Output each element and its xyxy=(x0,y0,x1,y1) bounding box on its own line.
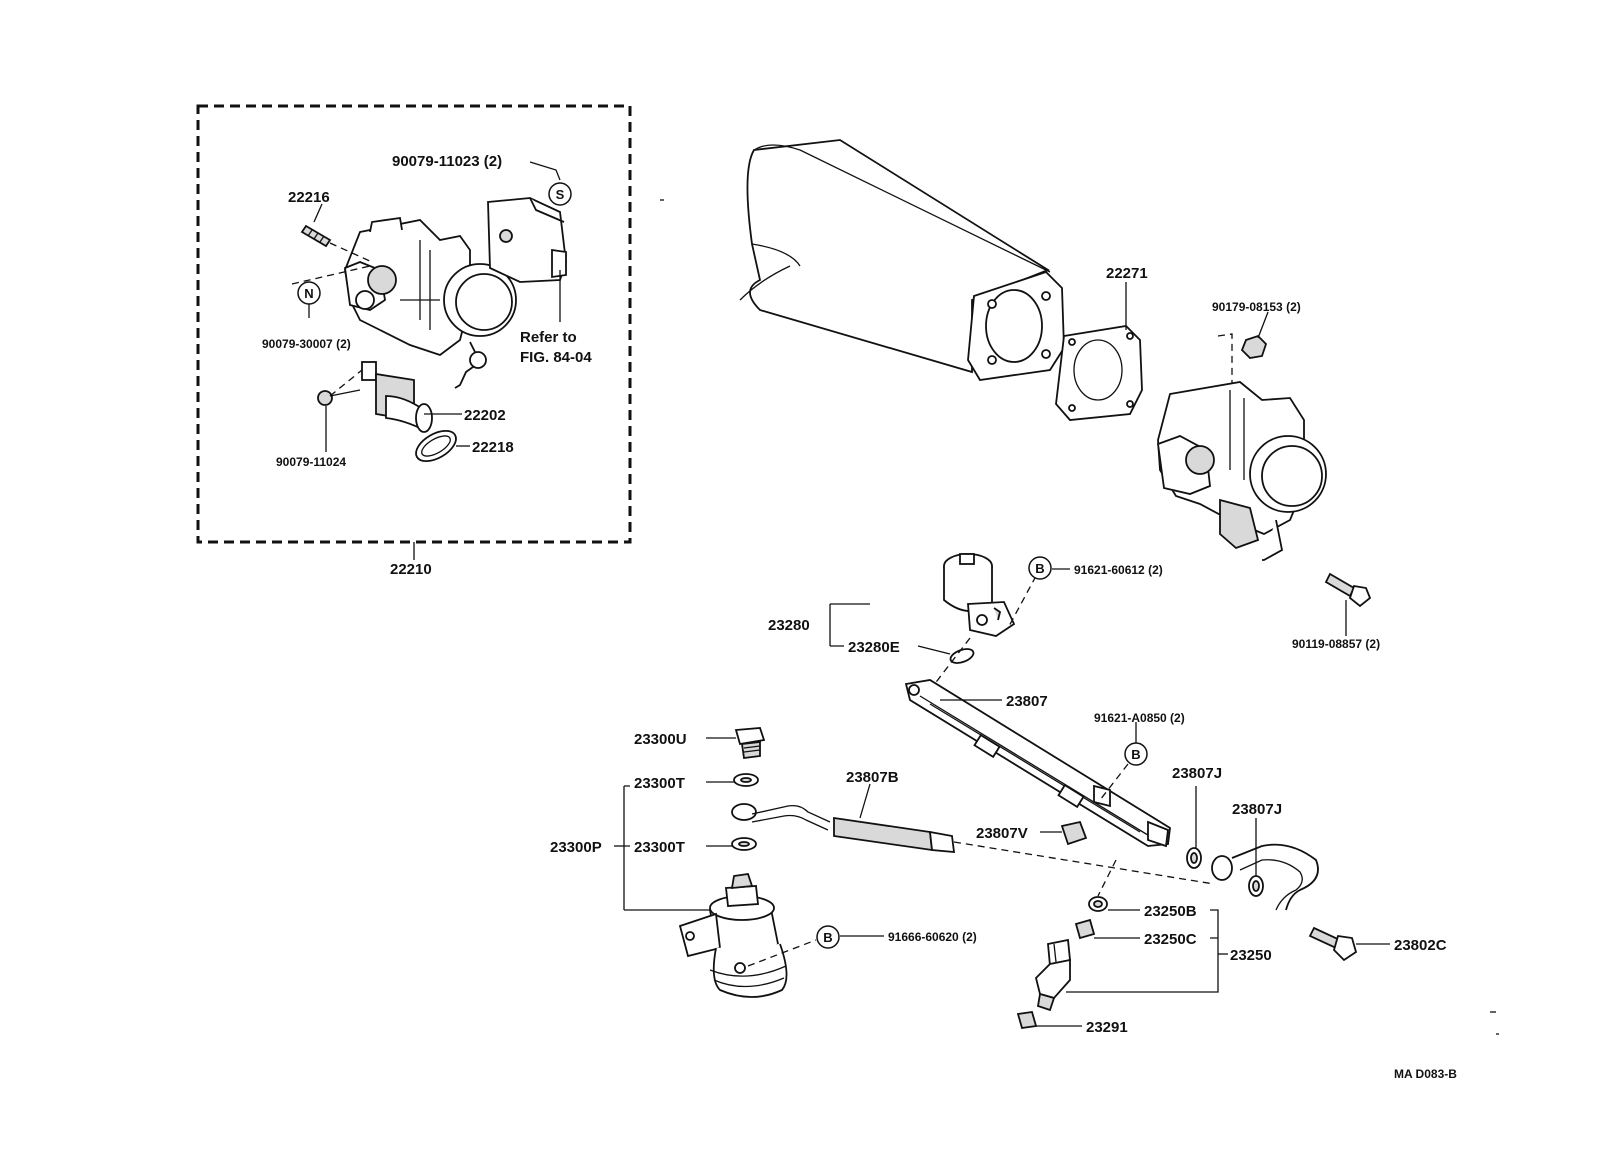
gasket-23807J-a-part xyxy=(1186,847,1202,869)
bracket-23300P xyxy=(623,785,720,911)
symbol-s: S xyxy=(548,182,572,206)
symbol-b-rail: B xyxy=(1124,742,1148,766)
label-23250C: 23250C xyxy=(1144,931,1197,948)
washer-23300T-b-part xyxy=(731,837,757,851)
label-fig-84-04: FIG. 84-04 xyxy=(520,349,592,366)
label-22202: 22202 xyxy=(464,407,506,424)
leader-22216-part xyxy=(329,242,373,263)
label-90079-30007: 90079-30007 (2) xyxy=(262,337,351,351)
label-22218: 22218 xyxy=(472,439,514,456)
label-23300T-b: 23300T xyxy=(634,839,685,856)
ring-23250C-part xyxy=(1074,918,1096,940)
screw-22216-part xyxy=(300,224,332,248)
symbol-n: N xyxy=(297,281,321,305)
svg-text:N: N xyxy=(304,286,313,301)
label-23300P: 23300P xyxy=(550,839,602,856)
throttle-sensor-part xyxy=(487,197,567,283)
leader-hose-dash xyxy=(953,841,1215,885)
svg-text:S: S xyxy=(556,187,565,202)
screw-90079-11024-part xyxy=(317,389,361,406)
leader-90079-11023 xyxy=(529,161,561,181)
label-22271: 22271 xyxy=(1106,265,1148,282)
label-23802C: 23802C xyxy=(1394,937,1447,954)
pulsation-damper-part xyxy=(678,873,788,998)
fuel-hose-23807B-part xyxy=(731,803,956,853)
ring-23250B-part xyxy=(1088,896,1108,912)
label-23250: 23250 xyxy=(1230,947,1272,964)
gasket-22218-part xyxy=(415,429,457,463)
label-23280: 23280 xyxy=(768,617,810,634)
leader-b-damper-dash xyxy=(747,939,817,967)
fuel-rail-23807-part xyxy=(904,679,1171,848)
leader-23280-down-dash xyxy=(929,637,971,691)
label-23280E: 23280E xyxy=(848,639,900,656)
svg-text:B: B xyxy=(1035,561,1044,576)
label-90119-08857: 90119-08857 (2) xyxy=(1292,637,1380,651)
figure-code: MA D083-B xyxy=(1394,1067,1457,1081)
leader-n-dash xyxy=(291,265,371,285)
label-90179-08153: 90179-08153 (2) xyxy=(1212,300,1301,314)
label-refer-to: Refer to xyxy=(520,329,577,346)
pressure-regulator-23280-part xyxy=(943,553,1016,637)
fuel-pipe-return-part xyxy=(1211,843,1319,911)
throttle-body-right xyxy=(1157,381,1327,561)
leader-23807B xyxy=(859,783,871,819)
symbol-b-damper: B xyxy=(816,925,840,949)
assembly-box-22210 xyxy=(196,104,632,560)
leader-injector-dash xyxy=(1097,859,1117,897)
label-23291: 23291 xyxy=(1086,1019,1128,1036)
label-22210: 22210 xyxy=(390,561,432,578)
svg-text:B: B xyxy=(823,930,832,945)
label-22216: 22216 xyxy=(288,189,330,206)
leader-b-rail-dash xyxy=(1099,763,1129,801)
leader-91621-60612-dash xyxy=(1007,575,1037,629)
label-91621-60612: 91621-60612 (2) xyxy=(1074,563,1163,577)
gasket-22271-part xyxy=(1055,325,1143,421)
throttle-body-inset xyxy=(344,216,517,389)
leader-23280E xyxy=(917,645,951,655)
leader-90179-08153 xyxy=(1257,311,1269,339)
label-23807B: 23807B xyxy=(846,769,899,786)
label-23807V: 23807V xyxy=(976,825,1028,842)
label-23807: 23807 xyxy=(1006,693,1048,710)
injector-23250-part xyxy=(1035,938,1071,1012)
label-23250B: 23250B xyxy=(1144,903,1197,920)
leader-screw-dash xyxy=(329,369,363,397)
svg-text:B: B xyxy=(1131,747,1140,762)
intake-plenum-part xyxy=(739,139,1065,381)
label-23300U: 23300U xyxy=(634,731,687,748)
plug-23807V-part xyxy=(1060,820,1088,846)
label-91621-A0850: 91621-A0850 (2) xyxy=(1094,711,1185,725)
bolt-23300U-part xyxy=(734,727,766,760)
label-90079-11024: 90079-11024 xyxy=(276,455,346,469)
bracket-23280 xyxy=(829,603,870,647)
symbol-b-regulator: B xyxy=(1028,556,1052,580)
nut-90179-08153-part xyxy=(1240,334,1268,359)
label-90079-11023: 90079-11023 (2) xyxy=(392,153,502,170)
leader-90179-dash xyxy=(1217,333,1233,384)
label-23807J-b: 23807J xyxy=(1232,801,1282,818)
label-23300T-a: 23300T xyxy=(634,775,685,792)
washer-23300T-a-part xyxy=(733,773,759,787)
bolt-23802C-part xyxy=(1308,926,1358,962)
bracket-23250 xyxy=(1066,909,1219,993)
label-23807J-a: 23807J xyxy=(1172,765,1222,782)
ring-23291-part xyxy=(1016,1010,1038,1030)
leader-22216 xyxy=(313,203,323,223)
valve-22202-part xyxy=(361,361,433,433)
bolt-90119-08857-part xyxy=(1324,572,1372,608)
label-91666-60620: 91666-60620 (2) xyxy=(888,930,977,944)
